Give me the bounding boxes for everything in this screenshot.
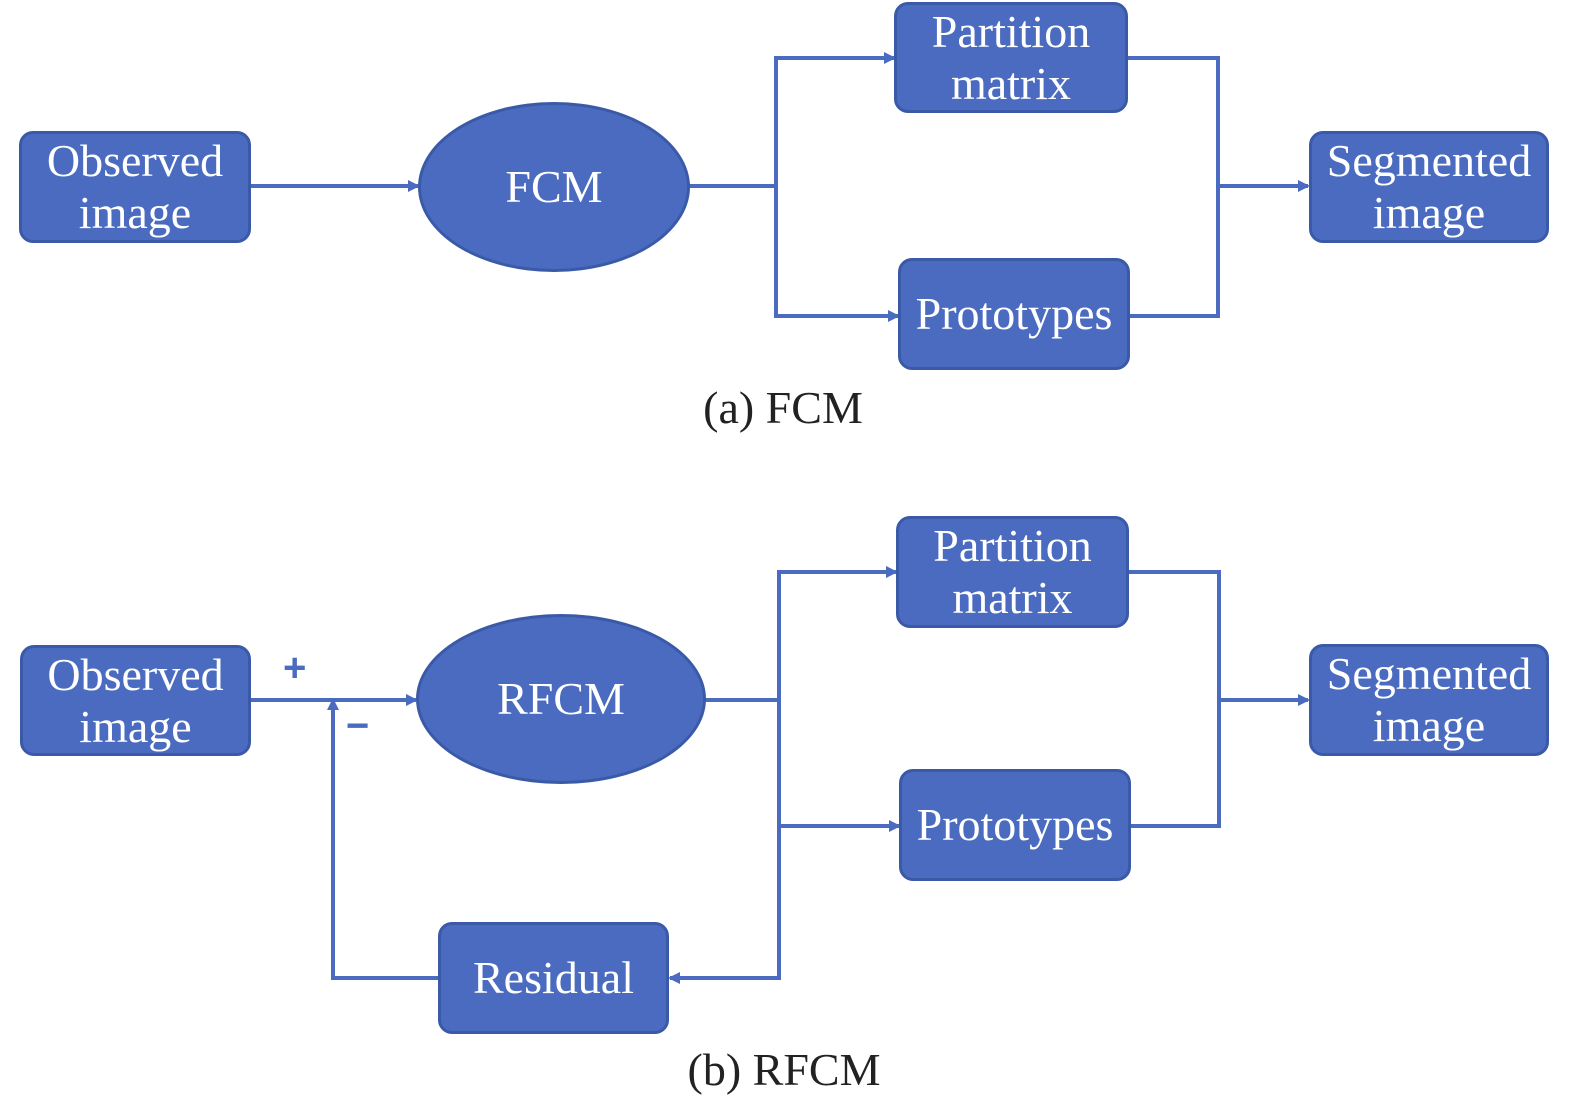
partition-label-b1: Partition [933,520,1092,571]
rfcm-node: RFCM [416,614,706,784]
segmented-label-b1: Segmented [1326,648,1532,699]
partition-matrix-node-a: Partition matrix [894,2,1128,113]
arrow-to-partition-a [774,52,896,186]
minus-sign: − [346,704,370,748]
line-prototypes-merge-b [1130,700,1221,828]
arrow-to-prototypes-b [777,700,901,832]
partition-matrix-node-b: Partition matrix [896,516,1129,628]
prototypes-label-a: Prototypes [915,288,1113,339]
rfcm-label: RFCM [497,673,625,724]
partition-label-a1: Partition [931,5,1091,57]
partition-label-a2: matrix [950,57,1072,109]
observed-image-node-a: Observed image [19,131,251,243]
segmented-label-a2: image [1372,187,1486,238]
line-partition-merge-a [1127,56,1220,186]
caption-a: (a) FCM [703,382,863,433]
arrow-to-prototypes-a [774,186,900,322]
fcm-label: FCM [505,161,603,212]
residual-node: Residual [438,922,669,1034]
arrow-to-partition-b [777,566,898,700]
observed-label-a2: image [78,187,192,238]
segmented-label-b2: image [1372,700,1486,751]
fcm-node: FCM [418,102,690,272]
plus-sign: + [283,646,307,690]
prototypes-label-b: Prototypes [916,799,1114,850]
caption-b: (b) RFCM [687,1044,881,1095]
partition-label-b2: matrix [952,572,1073,623]
segmented-image-node-b: Segmented image [1309,644,1549,756]
line-partition-merge-b [1128,570,1221,700]
segmented-image-node-a: Segmented image [1309,131,1549,243]
observed-label-b1: Observed [47,648,224,700]
prototypes-node-a: Prototypes [898,258,1130,370]
arrow-residual-feedback [327,698,438,980]
line-prototypes-merge-a [1130,186,1220,318]
prototypes-node-b: Prototypes [899,769,1131,881]
observed-label-a1: Observed [46,135,224,186]
segmented-label-a1: Segmented [1326,135,1532,186]
observed-image-node-b: Observed image [20,645,251,756]
residual-label: Residual [473,952,634,1003]
observed-label-b2: image [79,700,192,752]
arrow-to-residual [668,826,781,984]
